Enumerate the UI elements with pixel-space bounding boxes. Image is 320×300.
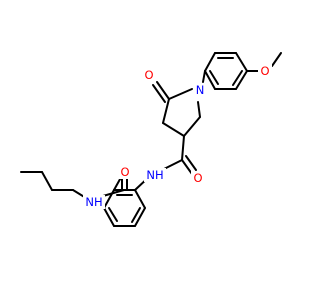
- bond: [185, 155, 197, 171]
- amide-nh-label: NH: [146, 168, 163, 182]
- bond: [202, 70, 206, 83]
- bond: [41, 171, 53, 191]
- molecule-canvas: O O N NH O O NH: [0, 0, 300, 300]
- butylamide-nh-label: NH: [85, 195, 102, 209]
- label-backdrop: [118, 165, 132, 179]
- label-backdrop: [83, 195, 105, 209]
- bond: [131, 207, 141, 223]
- bond: [108, 207, 118, 222]
- bond: [204, 70, 216, 90]
- bond: [271, 52, 282, 67]
- bond: [235, 52, 248, 72]
- bond: [168, 88, 193, 100]
- bond: [235, 70, 248, 90]
- bond: [181, 159, 193, 175]
- structure-diagram: O O N NH O O NH: [0, 0, 300, 300]
- benzamide-oxygen-label: O: [120, 165, 129, 179]
- background: [0, 0, 300, 300]
- bond: [103, 207, 115, 227]
- bond: [181, 135, 185, 161]
- bond: [162, 98, 170, 124]
- atom-labels: O O N NH O O NH: [83, 64, 272, 209]
- label-backdrop: [258, 64, 272, 78]
- bond: [197, 101, 201, 118]
- label-backdrop: [144, 168, 166, 182]
- methoxy-oxygen-label: O: [260, 64, 269, 78]
- bond: [162, 122, 185, 137]
- label-backdrop: [142, 68, 156, 82]
- bond: [232, 70, 243, 86]
- bond: [183, 116, 201, 137]
- bond: [102, 189, 125, 197]
- bond: [156, 81, 170, 100]
- bond: [209, 70, 219, 85]
- label-backdrop: [193, 83, 207, 97]
- amide-oxygen-label: O: [193, 171, 202, 185]
- label-backdrop: [191, 171, 205, 185]
- bond: [152, 84, 166, 103]
- bond: [134, 189, 146, 209]
- ring-nitrogen-label: N: [196, 83, 205, 97]
- bond: [134, 207, 146, 227]
- bond: [204, 52, 216, 72]
- lactam-oxygen-label: O: [144, 68, 153, 82]
